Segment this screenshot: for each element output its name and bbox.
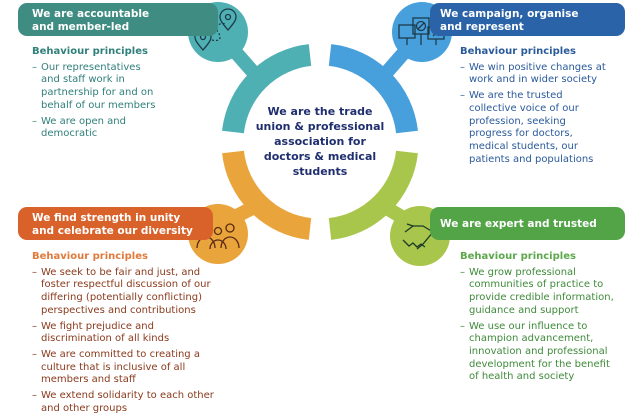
principle-item: We are committed to creating a culture t…	[32, 349, 227, 387]
section-body-unity: Behaviour principles We seek to be fair …	[32, 251, 227, 418]
principle-item: We extend solidarity to each other and o…	[32, 390, 227, 415]
title-line: We campaign, organise	[440, 8, 579, 20]
behaviour-heading: Behaviour principles	[460, 46, 576, 57]
section-body-campaign: Behaviour principles We win positive cha…	[460, 46, 610, 169]
behaviour-heading: Behaviour principles	[32, 251, 148, 262]
principle-item: Our representatives and staff work in pa…	[32, 62, 162, 113]
principle-item: We use our influence to champion advance…	[460, 321, 620, 385]
title-line: and celebrate our diversity	[32, 225, 193, 237]
title-line: We are expert and trusted	[440, 218, 597, 230]
title-line: and member-led	[32, 21, 130, 33]
center-statement: We are the trade union & professional as…	[255, 105, 385, 178]
section-body-expert: Behaviour principles We grow professiona…	[460, 251, 620, 387]
principle-item: We are the trusted collective voice of o…	[460, 90, 610, 166]
section-title-campaign: We campaign, organise and represent	[430, 3, 625, 36]
principle-item: We seek to be fair and just, and foster …	[32, 267, 227, 318]
section-title-unity: We find strength in unity and celebrate …	[18, 207, 213, 240]
principle-item: We win positive changes at work and in w…	[460, 62, 610, 87]
title-line: We are accountable	[32, 8, 150, 20]
title-line: We find strength in unity	[32, 212, 181, 224]
behaviour-heading: Behaviour principles	[32, 46, 148, 57]
section-title-expert: We are expert and trusted	[430, 207, 625, 240]
principle-item: We are open and democratic	[32, 116, 162, 141]
section-body-accountable: Behaviour principles Our representatives…	[32, 46, 162, 144]
behaviour-heading: Behaviour principles	[460, 251, 576, 262]
section-title-accountable: We are accountable and member-led	[18, 3, 218, 36]
principle-item: We grow professional communities of prac…	[460, 267, 620, 318]
title-line: and represent	[440, 21, 524, 33]
principle-item: We fight prejudice and discrimination of…	[32, 321, 227, 346]
